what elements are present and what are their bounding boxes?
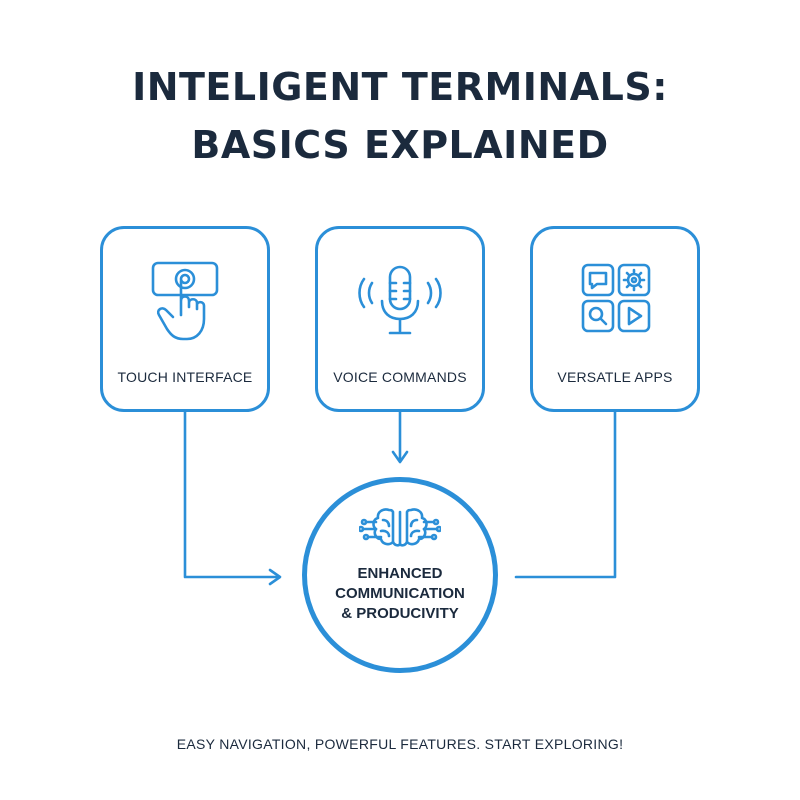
brain-circuit-icon [359,508,441,547]
feature-box-versatile-apps: VERSATLE APPS [530,226,700,412]
feature-box-touch-interface: TOUCH INTERFACE [100,226,270,412]
connector-touch [183,410,280,579]
feature-label-touch: TOUCH INTERFACE [117,369,253,385]
connector-apps [514,410,617,579]
result-line-2: COMMUNICATION [335,585,465,602]
feature-box-voice-commands: VOICE COMMANDS [315,226,485,412]
footer-tagline: EASY NAVIGATION, POWERFUL FEATURES. STAR… [176,736,624,752]
title-line-1: INTELIGENT TERMINALS: [132,65,668,109]
feature-label-apps: VERSATLE APPS [557,369,673,385]
page-title: INTELIGENT TERMINALS: BASICS EXPLAINED [0,58,800,174]
microphone-icon [358,265,442,335]
touch-icon [151,261,219,341]
result-line-1: ENHANCED [357,565,443,582]
result-circle: ENHANCED COMMUNICATION & PRODUCIVITY [302,477,498,673]
result-line-3: & PRODUCIVITY [341,605,459,622]
title-line-2: BASICS EXPLAINED [191,123,609,167]
feature-label-voice: VOICE COMMANDS [333,369,467,385]
apps-grid-icon [581,263,651,333]
result-label: ENHANCED COMMUNICATION & PRODUCIVITY [307,564,493,624]
arrowhead-voice [391,450,409,464]
arrowhead-touch [268,568,282,586]
